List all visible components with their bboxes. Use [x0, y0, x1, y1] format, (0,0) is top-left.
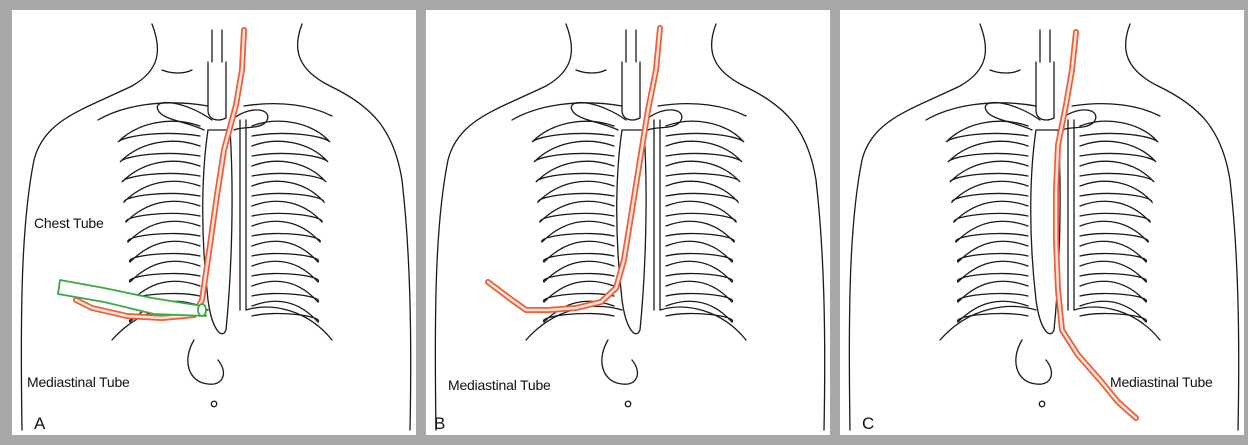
panel-c: Mediastinal Tube C: [840, 10, 1244, 435]
mediastinal-tube: [76, 30, 244, 318]
panel-letter: C: [862, 414, 874, 434]
mediastinal-tube-lumen: [488, 28, 660, 310]
mediastinal-tube-label: Mediastinal Tube: [448, 377, 551, 393]
mediastinal-tube-lumen: [1056, 32, 1136, 418]
panel-letter: B: [434, 414, 445, 434]
tube-overlay: [840, 10, 1244, 435]
panel-a: Chest Tube Mediastinal Tube A: [12, 10, 416, 435]
chest-tube-end: [198, 304, 206, 316]
tube-overlay: [426, 10, 830, 435]
mediastinal-tube-label: Mediastinal Tube: [1110, 374, 1213, 390]
panel-b: Mediastinal Tube B: [426, 10, 830, 435]
chest-tube: [58, 280, 206, 316]
mediastinal-tube: [488, 28, 660, 310]
chest-tube-label: Chest Tube: [34, 215, 104, 231]
mediastinal-tube-label: Mediastinal Tube: [27, 374, 130, 390]
panel-letter: A: [34, 414, 45, 434]
